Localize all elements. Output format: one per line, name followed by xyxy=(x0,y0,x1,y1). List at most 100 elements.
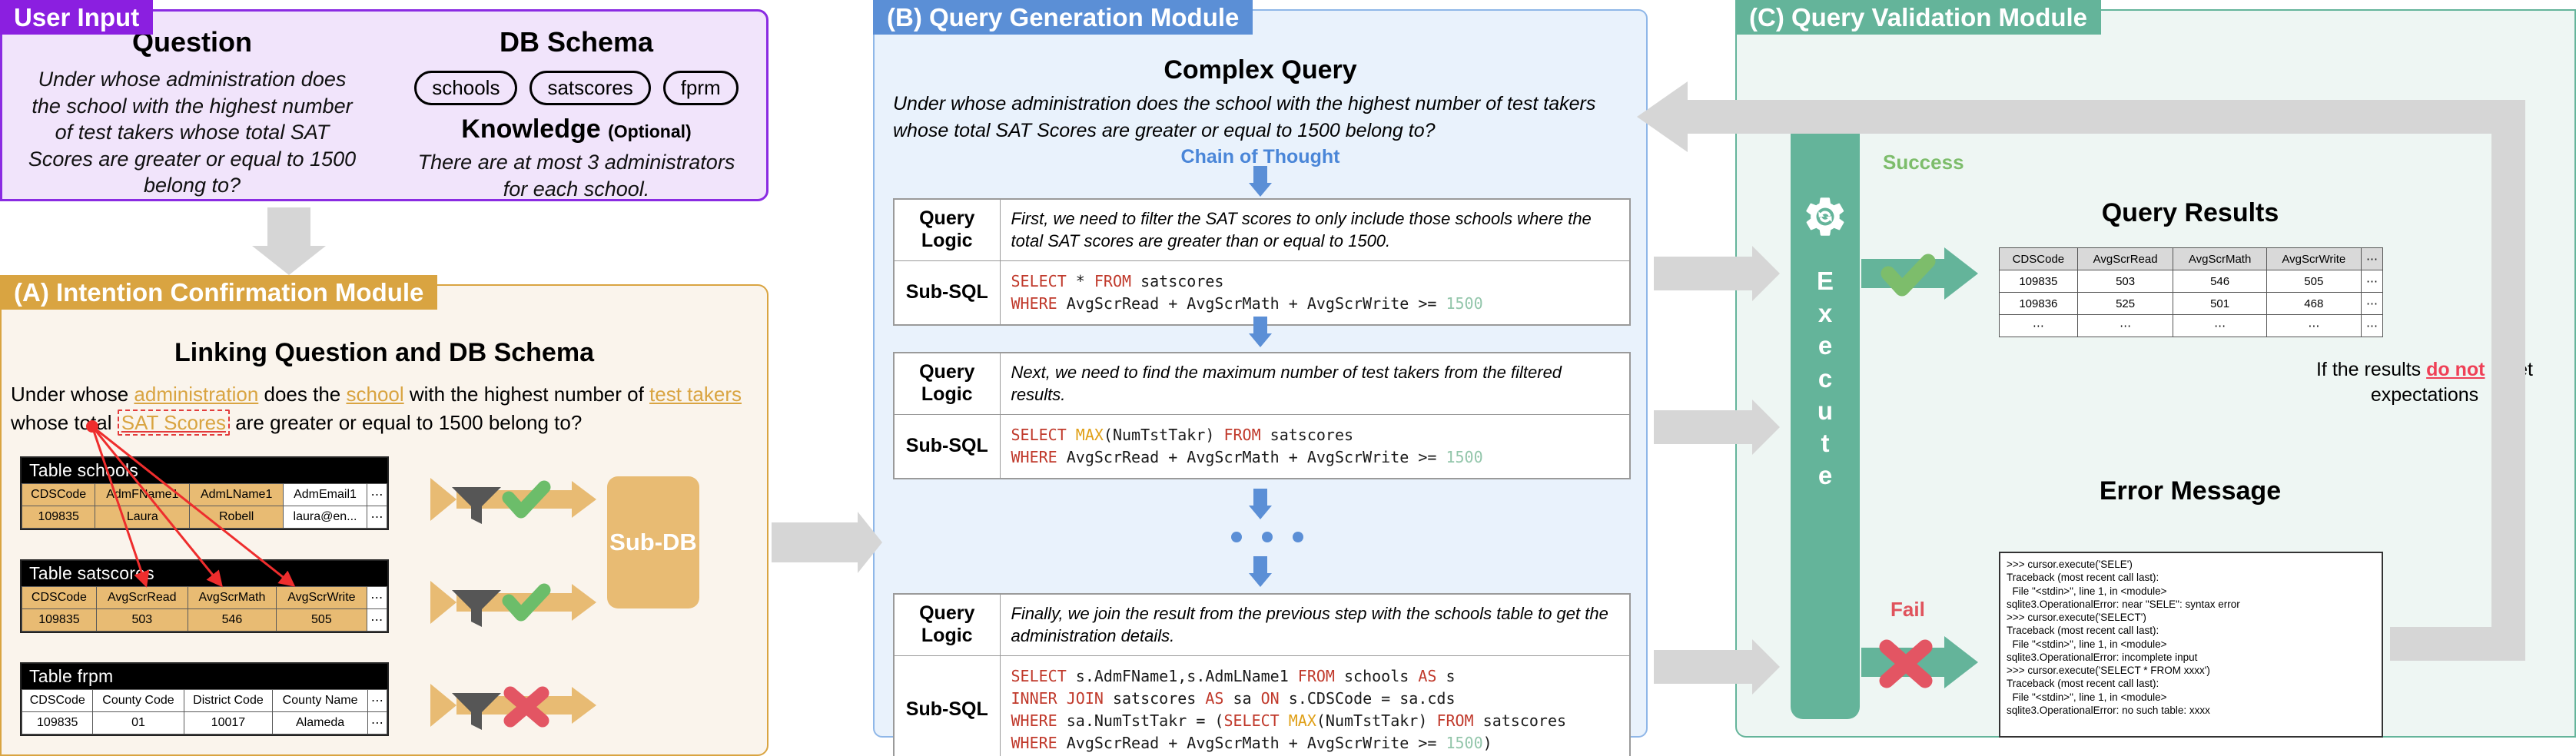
sql-token: sa.NumTstTakr = ( xyxy=(1057,711,1224,730)
table-cell: ⋯ xyxy=(366,608,388,632)
fail-label: Fail xyxy=(1891,598,1925,621)
table-header-cell: AvgScrMath xyxy=(187,586,277,609)
table-cell: 505 xyxy=(276,608,367,632)
sql-token: SELECT xyxy=(1011,271,1067,290)
results-header-cell: ⋯ xyxy=(2360,247,2384,270)
table-cell: 109835 xyxy=(21,506,96,529)
sub-sql-label: Sub-SQL xyxy=(893,413,1001,479)
boxed-term: SAT Scores xyxy=(117,409,231,436)
question-fragment: Under whose xyxy=(11,383,134,406)
user-input-tab: User Input xyxy=(0,0,154,35)
chain-of-thought-label: Chain of Thought xyxy=(1180,146,1340,167)
query-logic-label: Query Logic xyxy=(893,593,1001,656)
sql-token: FROM xyxy=(1094,271,1132,290)
success-label: Success xyxy=(1883,151,1964,174)
sql-token: satscores xyxy=(1131,271,1224,290)
sql-token: 1500 xyxy=(1446,447,1483,466)
results-cell: 109836 xyxy=(1999,292,2078,315)
results-cell: 505 xyxy=(2266,270,2362,293)
flow-arrow-down xyxy=(1249,166,1272,197)
sql-token: AvgScrRead + AvgScrMath + AvgScrWrite >= xyxy=(1057,293,1446,313)
sql-line: WHERE AvgScrRead + AvgScrMath + AvgScrWr… xyxy=(1011,446,1619,469)
question-fragment: does the xyxy=(258,383,347,406)
flow-arrow-down xyxy=(1249,489,1272,519)
table-header-cell: AdmEmail1 xyxy=(283,483,367,506)
sql-token: sa xyxy=(1223,688,1261,708)
schema-table-chips: schools satscores fprm xyxy=(384,71,768,105)
sql-token: satscores xyxy=(1260,425,1354,444)
highlighted-term: school xyxy=(346,383,404,406)
gear-icon xyxy=(1802,194,1848,244)
sql-token: WHERE xyxy=(1011,711,1057,730)
results-row: ⋯⋯⋯⋯⋯ xyxy=(1999,314,2384,337)
sub-sql-label: Sub-SQL xyxy=(893,655,1001,756)
sub-sql-code: SELECT s.AdmFName1,s.AdmLName1 FROM scho… xyxy=(999,655,1631,756)
schema-chip[interactable]: satscores xyxy=(529,71,651,105)
sql-token: WHERE xyxy=(1011,447,1057,466)
results-cell: 468 xyxy=(2266,292,2362,315)
query-results-title: Query Results xyxy=(2101,198,2279,227)
flow-arrow-down xyxy=(1249,317,1272,347)
sql-token: ) xyxy=(1482,733,1492,752)
results-cell: ⋯ xyxy=(2076,314,2174,337)
table-header-cell: ⋯ xyxy=(366,586,388,609)
highlighted-term: test takers xyxy=(649,383,742,406)
sql-token: AvgScrRead + AvgScrMath + AvgScrWrite >= xyxy=(1057,733,1446,752)
results-header-cell: AvgScrWrite xyxy=(2266,247,2362,270)
sql-token: MAX xyxy=(1075,425,1104,444)
highlighted-term: administration xyxy=(134,383,259,406)
schema-chip[interactable]: schools xyxy=(414,71,518,105)
question-fragment: are greater or equal to 1500 belong to? xyxy=(230,410,583,434)
table-card-title: Table satscores xyxy=(22,561,387,586)
sql-token: WHERE xyxy=(1011,293,1057,313)
complex-query-text: Under whose administration does the scho… xyxy=(893,93,1596,141)
sql-token: 1500 xyxy=(1446,293,1483,313)
question-fragment: with the highest number of xyxy=(403,383,650,406)
table-cell: 109835 xyxy=(21,711,94,734)
query-logic-text: Finally, we join the result from the pre… xyxy=(999,593,1631,656)
question-text: Under whose administration does the scho… xyxy=(28,68,357,197)
table-header-cell: AvgScrWrite xyxy=(276,586,367,609)
sql-token: * xyxy=(1066,271,1094,290)
query-logic-label: Query Logic xyxy=(893,352,1001,415)
error-message-box: >>> cursor.execute('SELE') Traceback (mo… xyxy=(1999,552,2383,738)
user-input-panel xyxy=(0,9,768,201)
question-block: Question Under whose administration does… xyxy=(0,26,384,199)
sql-token xyxy=(1067,426,1076,444)
table-cell: Robell xyxy=(189,506,284,529)
table-cell: 10017 xyxy=(183,711,274,734)
sql-line: WHERE AvgScrRead + AvgScrMath + AvgScrWr… xyxy=(1011,732,1619,754)
schema-chip[interactable]: fprm xyxy=(662,71,739,105)
results-cell: ⋯ xyxy=(2360,270,2384,293)
sql-line: INNER JOIN satscores AS sa ON s.CDSCode … xyxy=(1011,688,1619,710)
table-cell: 01 xyxy=(92,711,184,734)
knowledge-label: Knowledge xyxy=(461,114,601,144)
results-cell: 501 xyxy=(2173,292,2267,315)
question-fragment: whose total xyxy=(11,410,118,434)
table-cell: 503 xyxy=(95,608,188,632)
sql-token: AS xyxy=(1205,688,1224,708)
results-cell: ⋯ xyxy=(2266,314,2362,337)
db-schema-title: DB Schema xyxy=(499,26,654,58)
sql-token: FROM xyxy=(1436,711,1474,730)
sql-token: SELECT xyxy=(1011,666,1067,685)
results-cell: ⋯ xyxy=(1999,314,2078,337)
